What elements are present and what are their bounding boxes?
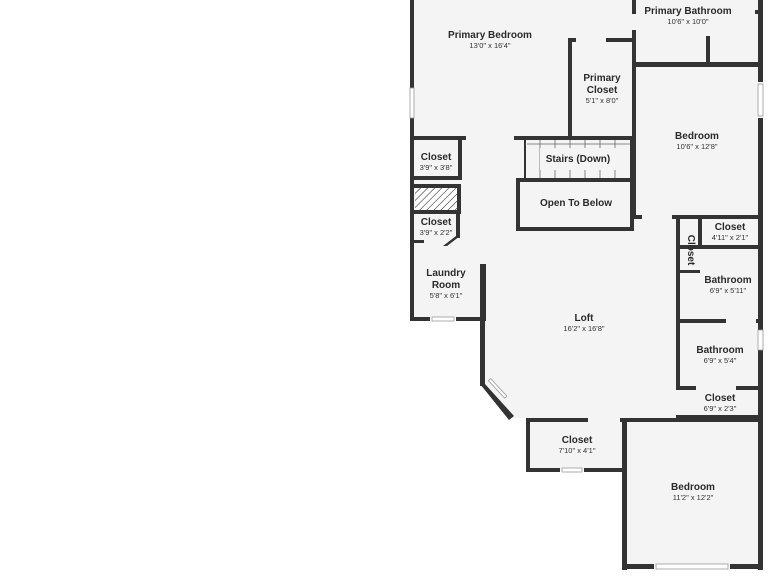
closet-w2-dims: 3'9" x 2'2" xyxy=(420,228,453,237)
bathroom-1-dims: 6'9" x 5'11" xyxy=(710,286,747,295)
primary-bedroom-dims: 13'0" x 16'4" xyxy=(469,41,510,50)
floor-areas xyxy=(413,0,763,566)
closet-south-label: Closet xyxy=(562,435,593,446)
closet-vertical-label: Closet xyxy=(685,235,696,266)
bathroom-2-label: Bathroom xyxy=(696,345,743,356)
bathroom-2-dims: 6'9" x 5'4" xyxy=(704,356,737,365)
stairs-label: Stairs (Down) xyxy=(546,154,610,165)
hatched-chase xyxy=(415,187,457,211)
primary-closet-label-line1: Primary xyxy=(583,73,621,84)
bedroom-south-label: Bedroom xyxy=(671,482,715,493)
primary-closet-label-line2: Closet xyxy=(587,85,618,96)
room-labels: Primary Bedroom 13'0" x 16'4" Primary Ba… xyxy=(420,6,752,502)
loft-dims: 16'2" x 16'8" xyxy=(563,324,604,333)
laundry-dims: 5'8" x 6'1" xyxy=(430,291,463,300)
bedroom-east-label: Bedroom xyxy=(675,131,719,142)
closet-w2-label: Closet xyxy=(421,217,452,228)
primary-closet-dims: 5'1" x 8'0" xyxy=(586,96,619,105)
laundry-label-line2: Room xyxy=(432,280,460,291)
bathroom-1-label: Bathroom xyxy=(704,275,751,286)
open-to-below-label: Open To Below xyxy=(540,198,612,209)
loft-label: Loft xyxy=(575,313,595,324)
primary-bedroom-label: Primary Bedroom xyxy=(448,30,532,41)
primary-bathroom-dims: 10'6" x 10'0" xyxy=(667,17,708,26)
closet-south-dims: 7'10" x 4'1" xyxy=(559,446,596,455)
closet-nw-label: Closet xyxy=(421,152,452,163)
bedroom-east-dims: 10'6" x 12'8" xyxy=(676,142,717,151)
laundry-label-line1: Laundry xyxy=(426,268,466,279)
windows xyxy=(409,83,764,570)
closet-e3-dims: 6'9" x 2'3" xyxy=(704,404,737,413)
primary-bathroom-label: Primary Bathroom xyxy=(644,6,731,17)
walls xyxy=(410,0,763,570)
bedroom-south-dims: 11'2" x 12'2" xyxy=(673,493,714,502)
closet-e1-dims: 4'11" x 2'1" xyxy=(712,233,749,242)
closet-e3-label: Closet xyxy=(705,393,736,404)
open-to-below-area xyxy=(519,181,633,228)
closet-e1-label: Closet xyxy=(715,222,746,233)
stair-treads xyxy=(527,140,630,178)
closet-nw-dims: 3'9" x 3'8" xyxy=(420,163,453,172)
